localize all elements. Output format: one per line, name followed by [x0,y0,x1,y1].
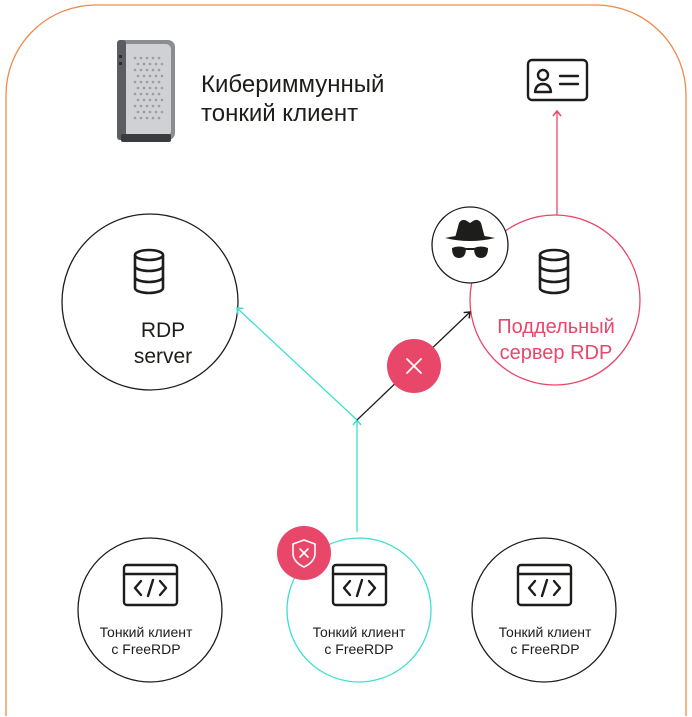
client-label-line-1: Тонкий клиент [99,624,193,640]
title-line-1: Кибериммунный [201,71,385,98]
fake-server-label-line-1: Поддельный [497,316,615,338]
thin-client-node-left [77,537,223,683]
rdp-server-label-line-2: server [133,345,193,368]
rdp-server-label: RDP server [103,318,223,370]
client-label-line-1: Тонкий клиент [498,624,592,640]
spy-badge [431,206,509,284]
client-label-line-1: Тонкий клиент [312,624,406,640]
thin-client-label-left: Тонкий клиент с FreeRDP [81,624,211,658]
fake-rdp-server-node [469,214,641,386]
fake-server-label-line-2: сервер RDP [499,342,613,364]
id-card-icon [526,58,589,102]
code-window-icon [516,563,573,607]
spy-icon [445,219,495,258]
thin-client-title: Кибериммунный тонкий клиент [201,70,384,128]
close-icon [406,358,422,374]
outer-frame [5,4,687,716]
thin-client-label-right: Тонкий клиент с FreeRDP [480,624,610,658]
code-window-icon [122,563,179,607]
thin-client-device-image [117,40,175,142]
arrow-to-rdp-server [236,307,358,421]
thin-client-label-center: Тонкий клиент с FreeRDP [294,624,424,658]
rdp-server-label-line-1: RDP [140,319,186,342]
code-window-icon [331,563,388,607]
database-icon [538,248,570,295]
thin-client-node-center [286,537,432,683]
thin-client-node-right [471,537,617,683]
title-line-2: тонкий клиент [201,100,359,127]
client-label-line-2: с FreeRDP [111,641,181,657]
database-icon [133,248,165,295]
client-label-line-2: с FreeRDP [510,641,580,657]
fake-server-label: Поддельный сервер RDP [476,314,636,366]
client-label-line-2: с FreeRDP [324,641,394,657]
rdp-server-node [61,213,239,391]
shield-icon [292,539,316,568]
